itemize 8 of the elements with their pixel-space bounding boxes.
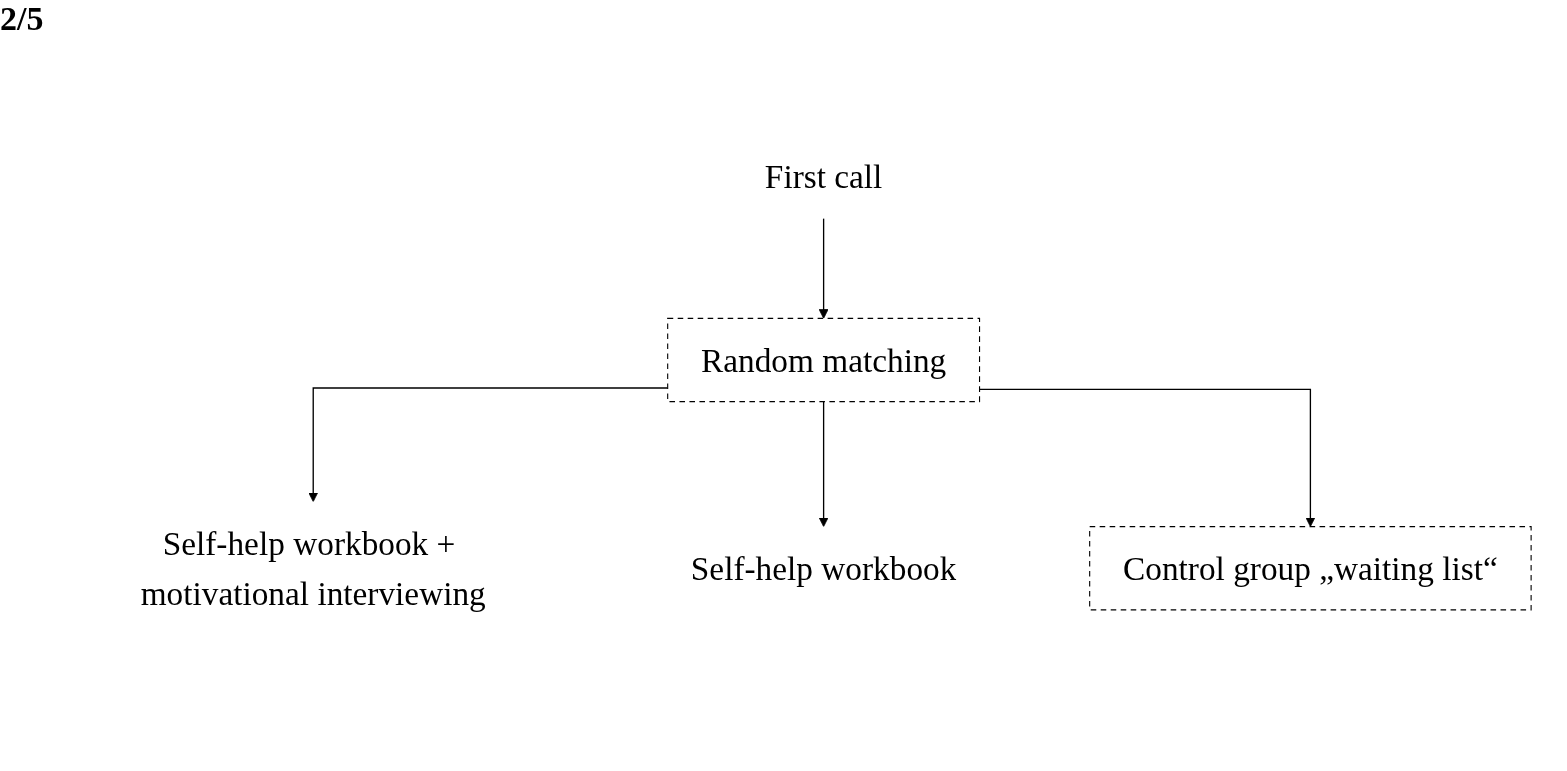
node-text: Self-help workbook + motivational interviewing xyxy=(140,524,486,612)
arrow xyxy=(818,217,829,319)
node-text: First call xyxy=(764,158,883,196)
node-box: Random matching xyxy=(667,317,981,403)
arrow xyxy=(818,401,829,528)
node-box: Control group „waiting list“ xyxy=(1089,526,1532,611)
node-text: Self-help workbook xyxy=(690,549,957,587)
page-number: 2/5 xyxy=(0,0,44,38)
